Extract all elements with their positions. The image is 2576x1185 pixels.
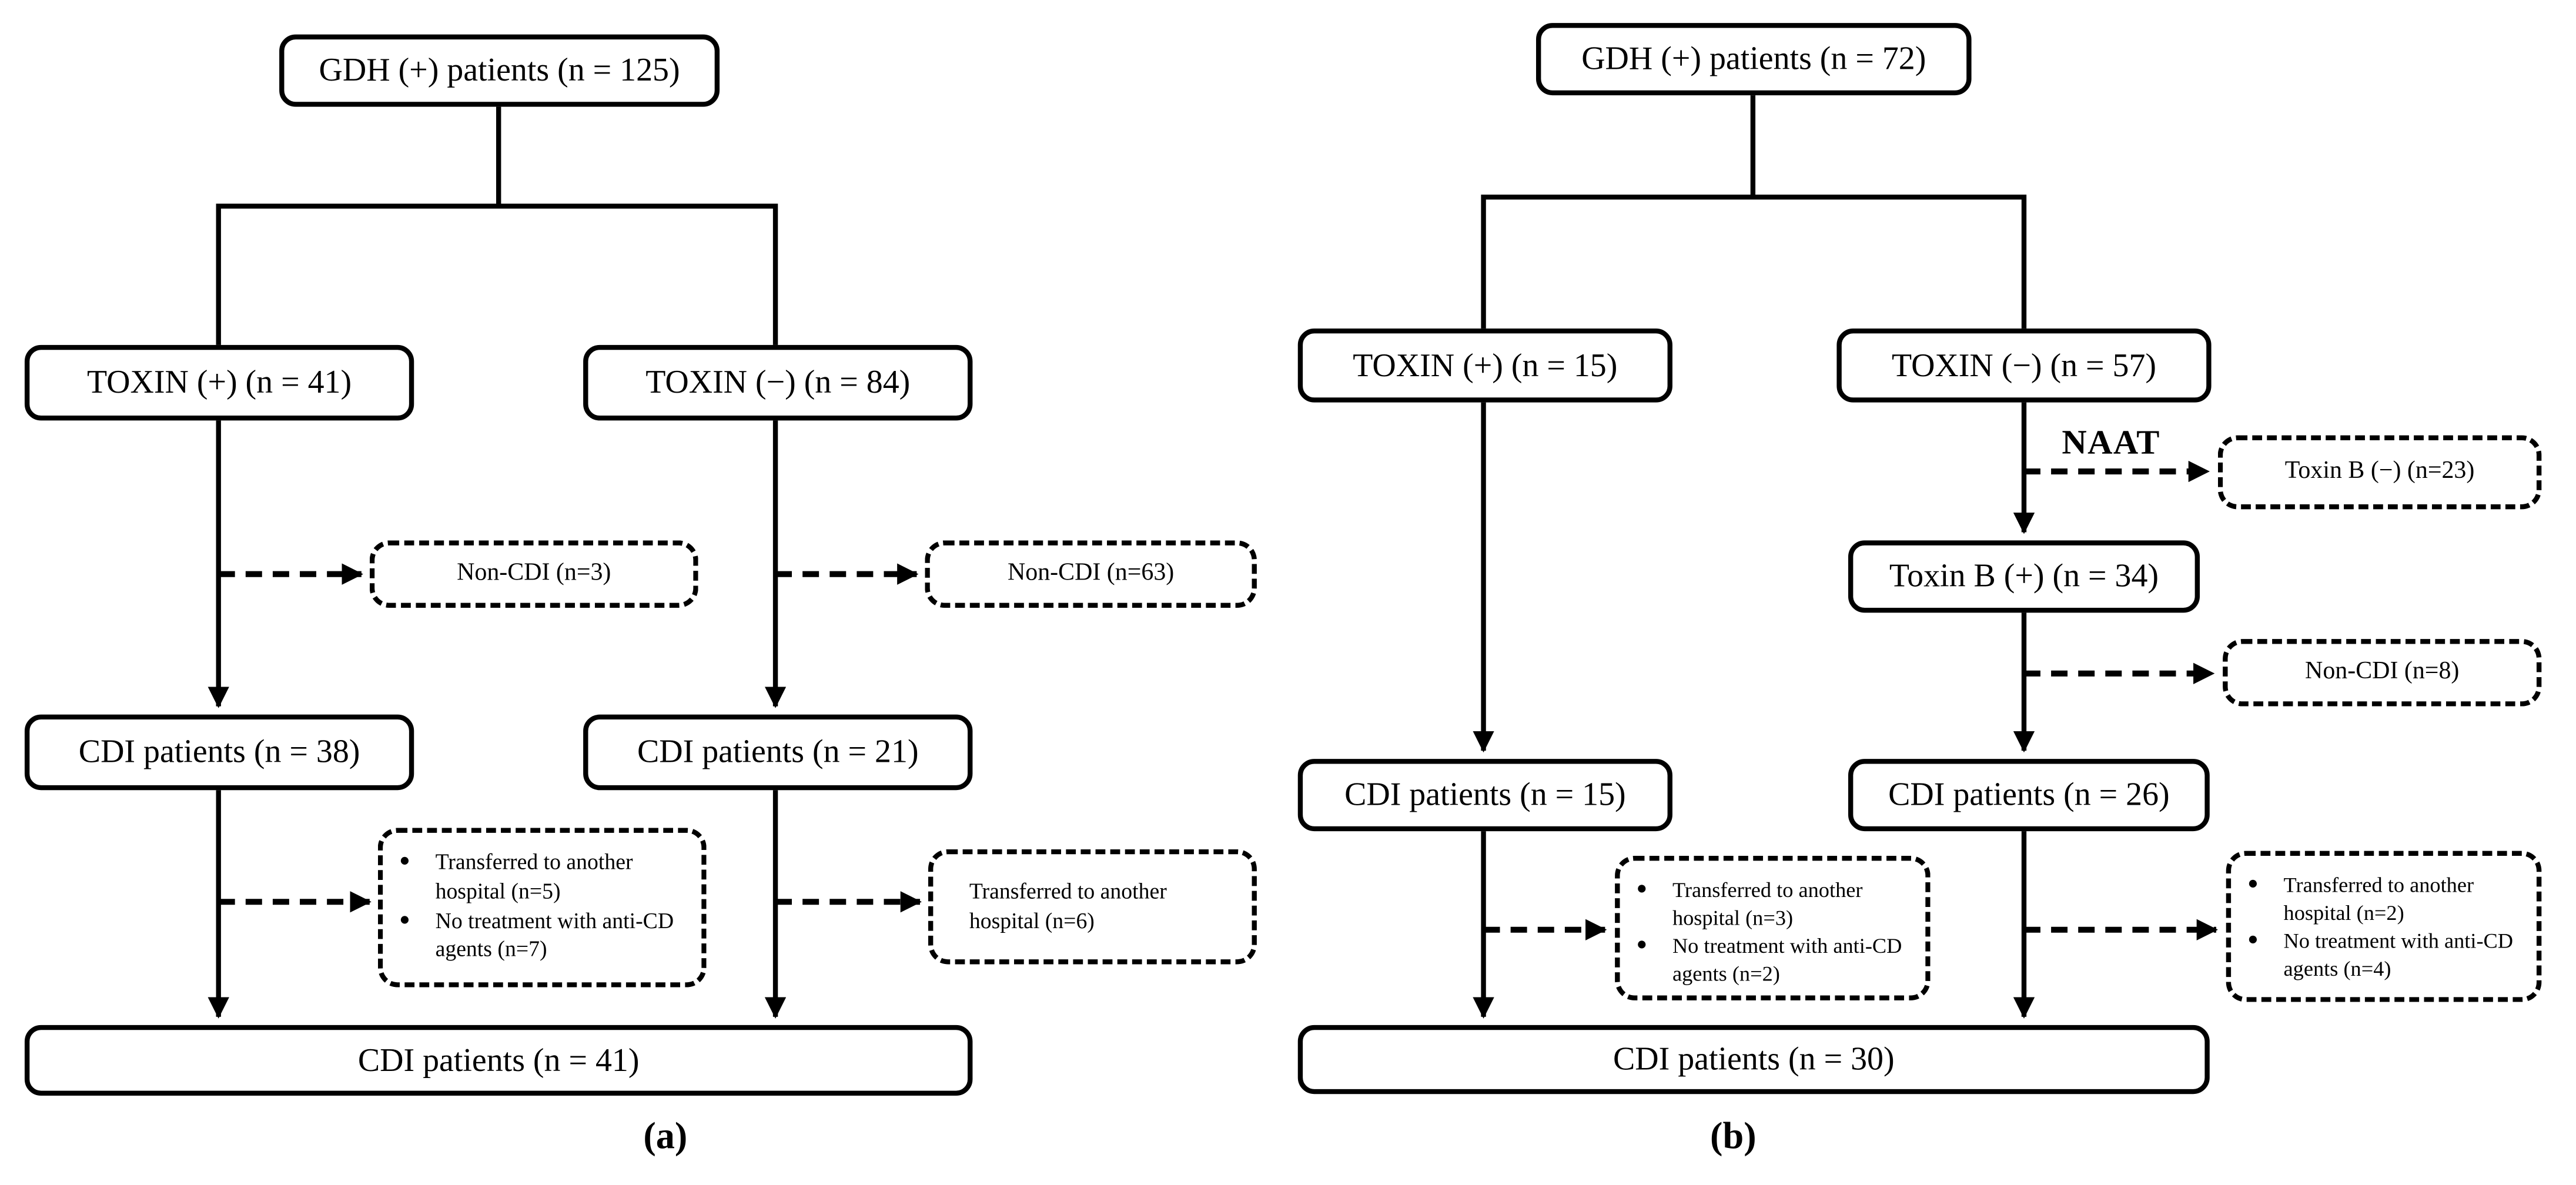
excluded-item-label: Transferred to another hospital (n=3): [1672, 877, 1863, 930]
node-non-cdi-right-a: Non-CDI (n=63): [925, 540, 1257, 608]
excluded-item-label: Transferred to another hospital (n=2): [2283, 872, 2474, 925]
node-toxin-positive-b: TOXIN (+) (n = 15): [1297, 328, 1672, 403]
node-cdi-total-a: CDI patients (n = 41): [24, 1025, 973, 1096]
node-gdh-positive-a: GDH (+) patients (n = 125): [279, 34, 720, 107]
node-toxin-positive-a: TOXIN (+) (n = 41): [24, 344, 414, 421]
node-excluded-right-a: Transferred to another hospital (n=6): [928, 849, 1257, 965]
list-item: ● No treatment with anti-CD agents (n=2): [1636, 932, 1915, 988]
node-excluded-left-b: ● Transferred to another hospital (n=3) …: [1615, 856, 1931, 1000]
naat-label: NAAT: [2062, 422, 2160, 462]
node-toxin-negative-b: TOXIN (−) (n = 57): [1836, 328, 2212, 403]
node-cdi-right-b: CDI patients (n = 26): [1848, 759, 2210, 832]
list-item: ● Transferred to another hospital (n=5): [399, 848, 691, 906]
list-item: ● No treatment with anti-CD agents (n=4): [2247, 927, 2527, 983]
node-cdi-left-b: CDI patients (n = 15): [1297, 759, 1672, 832]
bullet-icon: ●: [2247, 873, 2259, 894]
list-item: ● Transferred to another hospital (n=3): [1636, 876, 1915, 932]
node-non-cdi-b: Non-CDI (n=8): [2223, 639, 2542, 707]
excluded-list: ● Transferred to another hospital (n=2) …: [2231, 856, 2537, 993]
node-cdi-total-b: CDI patients (n = 30): [1297, 1025, 2210, 1094]
node-toxin-negative-a: TOXIN (−) (n = 84): [583, 344, 973, 421]
excluded-list: ● Transferred to another hospital (n=3) …: [1620, 861, 1926, 998]
panel-label-b: (b): [1710, 1115, 1757, 1157]
bullet-icon: ●: [1636, 879, 1648, 899]
excluded-item-label: No treatment with anti-CD agents (n=2): [1672, 933, 1902, 987]
excluded-list: ● Transferred to another hospital (n=5) …: [383, 833, 701, 975]
bullet-icon: ●: [2247, 930, 2259, 950]
excluded-item-label: Transferred to another hospital (n=6): [969, 879, 1167, 933]
node-non-cdi-left-a: Non-CDI (n=3): [369, 540, 698, 608]
panel-label-a: (a): [643, 1115, 688, 1157]
list-item: ● No treatment with anti-CD agents (n=7): [399, 906, 691, 965]
node-toxin-b-positive: Toxin B (+) (n = 34): [1848, 540, 2200, 613]
bullet-icon: ●: [399, 851, 410, 871]
node-gdh-positive-b: GDH (+) patients (n = 72): [1535, 23, 1972, 96]
excluded-item-label: Transferred to another hospital (n=5): [435, 849, 633, 903]
bullet-icon: ●: [1636, 935, 1648, 955]
list-item: ● Transferred to another hospital (n=2): [2247, 871, 2527, 927]
excluded-item-label: No treatment with anti-CD agents (n=7): [435, 908, 674, 962]
node-excluded-left-a: ● Transferred to another hospital (n=5) …: [377, 828, 707, 988]
excluded-item-label: No treatment with anti-CD agents (n=4): [2283, 928, 2514, 982]
node-cdi-left-a: CDI patients (n = 38): [24, 714, 414, 791]
node-cdi-right-a: CDI patients (n = 21): [583, 714, 973, 791]
node-excluded-right-b: ● Transferred to another hospital (n=2) …: [2226, 851, 2542, 1002]
node-toxin-b-negative: Toxin B (−) (n=23): [2217, 435, 2542, 510]
bullet-icon: ●: [399, 909, 410, 929]
